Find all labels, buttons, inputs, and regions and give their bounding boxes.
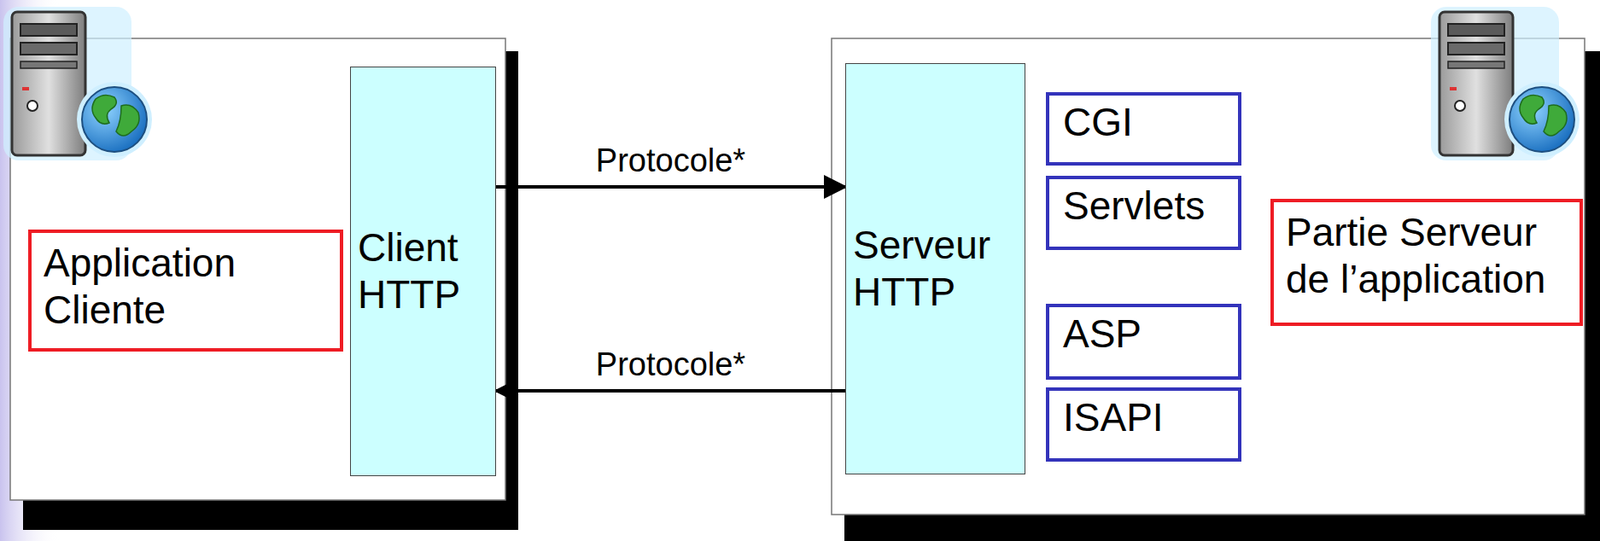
technology-box: Servlets (1045, 175, 1242, 251)
node-text: Servlets (1062, 182, 1205, 230)
application-box: Application Cliente (28, 229, 344, 352)
computer-icon (1430, 6, 1580, 161)
node-text: Partie Serveur de l’application (1285, 209, 1568, 304)
computer-icon (3, 6, 152, 161)
application-box: Partie Serveur de l’application (1270, 198, 1583, 327)
technology-box: ASP (1045, 303, 1242, 380)
node-text: CGI (1062, 99, 1133, 146)
http-component: Client HTTP (350, 66, 497, 477)
node-text: Client HTTP (357, 224, 489, 319)
protocol-arrow (496, 389, 846, 393)
edge-label: Protocole* (592, 346, 749, 385)
technology-box: CGI (1045, 92, 1242, 166)
node-text: ASP (1062, 310, 1142, 358)
node-text: Serveur HTTP (852, 221, 1018, 316)
edge-label: Protocole* (592, 142, 749, 181)
technology-box: ISAPI (1045, 387, 1242, 462)
node-text: Application Cliente (43, 239, 328, 334)
protocol-arrow (496, 185, 846, 189)
http-component: Serveur HTTP (845, 63, 1026, 475)
node-text: ISAPI (1062, 394, 1164, 442)
